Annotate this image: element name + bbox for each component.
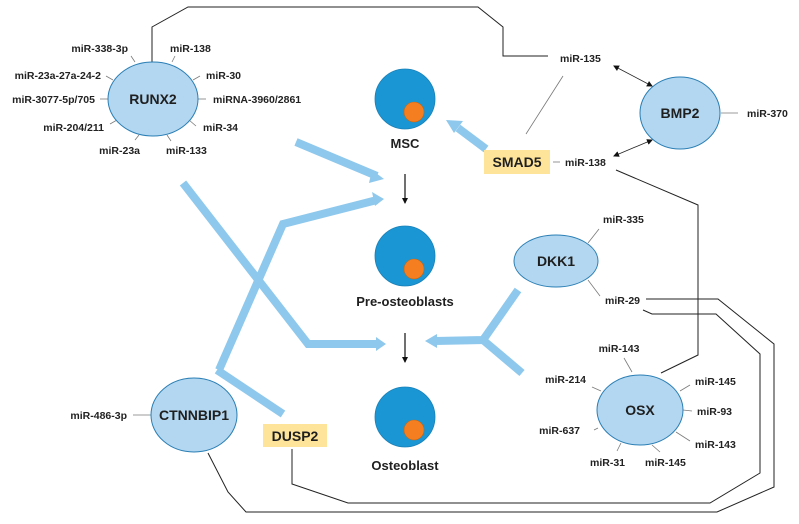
mirna-label: miR-30 xyxy=(206,70,241,82)
blue-arrows xyxy=(179,120,525,418)
cell-label-osteoblast: Osteoblast xyxy=(371,458,439,473)
arrowhead xyxy=(425,334,437,348)
gene-dkk1: DKK1 miR-335 miR-29 xyxy=(513,214,644,307)
gene-label-dkk1: DKK1 xyxy=(537,253,575,269)
mirna-label: miR-3077-5p/705 xyxy=(12,94,95,106)
highlight-box xyxy=(263,424,327,447)
gene-label-osx: OSX xyxy=(625,402,655,418)
cell-nucleus xyxy=(403,258,425,280)
mirna-label: miR-138 xyxy=(170,43,211,55)
gene-osx: OSX miR-143 miR-214 miR-145 miR-93 miR-6… xyxy=(539,343,736,469)
arrowhead xyxy=(446,120,463,133)
mir135-bmp2-arrow xyxy=(613,65,653,87)
gene-label-dusp2: DUSP2 xyxy=(272,428,319,444)
gene-node xyxy=(639,76,721,150)
mir135-smad5-link xyxy=(525,75,564,135)
mir29-outer-connector xyxy=(207,298,775,513)
smad5-to-msc-arrow xyxy=(455,124,489,153)
ctnnbip1-to-msc-arrow xyxy=(215,196,378,372)
mirna-label: miR-143 xyxy=(599,343,640,355)
mirna-label: miRNA-3960/2861 xyxy=(213,94,301,106)
mirna-label: miR-370 xyxy=(747,108,788,120)
gene-smad5: SMAD5 xyxy=(484,150,560,174)
mir138-to-osx-connector xyxy=(615,169,699,374)
gene-label-ctnnbip1: CTNNBIP1 xyxy=(159,407,229,423)
mirna-label: miR-335 xyxy=(603,214,644,226)
mirna-label: miR-135 xyxy=(560,53,601,65)
highlight-box xyxy=(484,150,550,174)
gene-node xyxy=(150,377,238,453)
mirna-label: miR-31 xyxy=(590,457,625,469)
gene-label-runx2: RUNX2 xyxy=(129,91,177,107)
mir138-bmp2-arrow xyxy=(613,139,653,157)
ctnnbip1-dusp2-link xyxy=(214,366,286,418)
arrowhead xyxy=(372,192,384,206)
cell-preosteoblast: Pre-osteoblasts xyxy=(356,225,454,309)
mirna-label: miR-23a-27a-24-2 xyxy=(15,70,102,82)
gene-ctnnbip1: CTNNBIP1 miR-486-3p xyxy=(70,377,238,453)
cell-nucleus xyxy=(403,419,425,441)
cell-osteoblast: Osteoblast xyxy=(371,386,439,473)
cell-body xyxy=(374,225,436,287)
mirna-label: miR-338-3p xyxy=(71,43,128,55)
mirna-tick xyxy=(587,228,600,244)
mirna-label: miR-214 xyxy=(545,374,586,386)
arrowhead xyxy=(369,170,384,183)
mirna-label: miR-29 xyxy=(605,295,640,307)
osx-branch xyxy=(480,336,525,377)
mirna-label: miR-637 xyxy=(539,425,580,437)
mirna-label: miR-145 xyxy=(695,376,736,388)
gene-node xyxy=(513,234,599,288)
mirna-tick xyxy=(587,279,601,297)
cell-body xyxy=(374,68,436,130)
cell-nucleus xyxy=(403,101,425,123)
runx2-to-mir135-connector xyxy=(151,6,548,62)
mirna-label: miR-204/211 xyxy=(43,122,104,134)
gene-dusp2: DUSP2 xyxy=(263,424,327,447)
cell-body xyxy=(374,386,436,448)
runx2-to-msc-arrow xyxy=(294,138,379,180)
mirna-label: miR-145 xyxy=(645,457,686,469)
mirna-label: miR-93 xyxy=(697,406,732,418)
cell-msc: MSC xyxy=(374,68,436,151)
mirna-label: miR-23a xyxy=(99,145,140,157)
mirna-label: miR-138 xyxy=(565,157,606,169)
mirna-label: miR-143 xyxy=(695,439,736,451)
mirna-ticks xyxy=(591,357,693,453)
runx2-to-osteoblast-arrow xyxy=(179,180,378,348)
gene-runx2: RUNX2 miR-338-3p miR-138 miR-23a-27a-24-… xyxy=(12,43,301,157)
cell-label-msc: MSC xyxy=(391,136,421,151)
arrowhead xyxy=(376,337,386,351)
gene-bmp2: BMP2 miR-135 miR-138 miR-370 xyxy=(560,53,788,169)
cell-label-preosteoblasts: Pre-osteoblasts xyxy=(356,294,454,309)
gene-node xyxy=(596,374,684,446)
mir29-inner-connector xyxy=(291,309,761,504)
gene-node xyxy=(107,61,199,137)
mirna-label: miR-133 xyxy=(166,145,207,157)
gene-label-smad5: SMAD5 xyxy=(492,154,541,170)
mirna-label: miR-486-3p xyxy=(70,410,127,422)
mirna-label: miR-34 xyxy=(203,122,238,134)
gene-label-bmp2: BMP2 xyxy=(661,105,700,121)
